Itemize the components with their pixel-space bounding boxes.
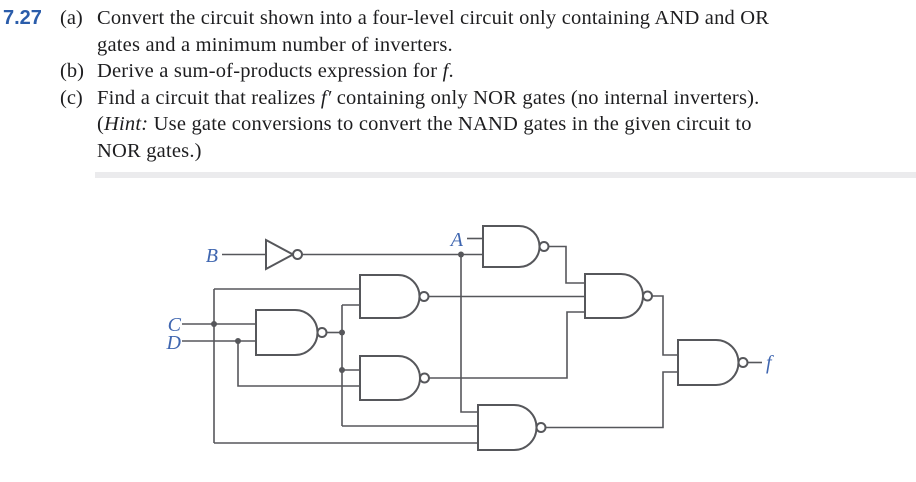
- page-divider: [95, 172, 916, 178]
- junction-dot-g3out: [339, 329, 345, 336]
- problem-text-segment: .: [448, 60, 454, 82]
- problem-text-line: (Hint: Use gate conversions to convert t…: [97, 111, 760, 138]
- not-gate-b-bubble: [292, 249, 303, 260]
- nand-gate-g2: [359, 274, 421, 319]
- problem-text-line: gates and a minimum number of inverters.: [97, 32, 769, 59]
- wire-d-to-g4: [237, 341, 360, 387]
- input-label-a: A: [449, 229, 464, 251]
- nand-gate-g7: [477, 404, 538, 451]
- problem-item-text: Find a circuit that realizes f′ containi…: [97, 85, 760, 165]
- problem-text-line: Convert the circuit shown into a four-le…: [97, 5, 769, 32]
- wire-g5-to-g6: [652, 295, 678, 356]
- nand-gate-g7-bubble: [535, 422, 547, 433]
- problem-text-segment: Convert the circuit shown into a four-le…: [97, 7, 770, 29]
- nand-gate-g1-bubble: [538, 241, 550, 252]
- input-label-c: C: [168, 314, 182, 336]
- problem-statement: 7.27 (a) Convert the circuit shown into a…: [3, 5, 769, 164]
- junction-dot-c: [211, 321, 217, 327]
- wire-b-not-to-g7: [460, 254, 478, 413]
- problem-text-line: NOR gates.): [97, 138, 760, 165]
- problem-item-label: (b): [60, 60, 84, 82]
- wires: [182, 237, 762, 444]
- problem-text-segment: f: [442, 60, 449, 82]
- junction-dot-g3out-2: [339, 367, 345, 373]
- nand-gate-g4: [359, 355, 421, 401]
- gates: [255, 225, 749, 451]
- input-label-d: D: [166, 332, 182, 354]
- not-gate-b: [265, 238, 296, 271]
- nand-gate-g6: [677, 339, 740, 386]
- nand-gate-g2-bubble: [418, 291, 430, 302]
- nand-gate-g3-bubble: [316, 327, 328, 338]
- problem-item-text: Convert the circuit shown into a four-le…: [97, 5, 769, 58]
- wire-g1-to-g5: [548, 245, 585, 284]
- junction-dots: [211, 251, 464, 373]
- problem-item: (a) Convert the circuit shown into a four…: [60, 5, 769, 58]
- problem-text-segment: f′: [320, 86, 332, 109]
- problem-item-text: Derive a sum-of-products expression for …: [97, 58, 454, 85]
- nand-gate-g4-bubble: [419, 372, 430, 384]
- nand-gate-g5-bubble: [642, 290, 653, 302]
- nand-gate-g6-bubble: [737, 357, 749, 368]
- wire-g7-to-g6: [545, 371, 678, 429]
- nand-gate-g1: [482, 225, 541, 268]
- problem-text-segment: (: [97, 113, 105, 135]
- junction-dot-bnot: [458, 251, 464, 258]
- problem-text-segment: containing only NOR gates (no internal i…: [331, 86, 760, 109]
- problem-text-segment: NOR gates.): [97, 139, 202, 162]
- problem-item-label: (c): [60, 86, 83, 109]
- problem-text-segment: Hint:: [104, 113, 149, 135]
- problem-items: (a) Convert the circuit shown into a four…: [60, 5, 769, 164]
- problem-text-segment: Find a circuit that realizes: [97, 86, 321, 109]
- problem-text-segment: gates and a minimum number of inverters.: [97, 33, 453, 56]
- problem-text-segment: Derive a sum-of-products expression for: [97, 60, 443, 82]
- junction-dot-d: [235, 338, 241, 344]
- output-label-f: f: [766, 352, 774, 374]
- nand-gate-g3: [255, 309, 319, 356]
- problem-item: (b) Derive a sum-of-products expression f…: [60, 58, 769, 85]
- problem-text-line: Find a circuit that realizes f′ containi…: [97, 85, 760, 112]
- problem-number: 7.27: [3, 7, 42, 29]
- problem-text-line: Derive a sum-of-products expression for …: [97, 58, 454, 85]
- problem-item-label: (a): [60, 7, 83, 29]
- problem-item: (c) Find a circuit that realizes f′ conta…: [60, 85, 769, 165]
- input-label-b: B: [206, 245, 218, 267]
- signal-labels: A B C D f: [166, 229, 774, 374]
- nand-gate-g5: [584, 273, 644, 319]
- wire-g4-to-g5: [429, 311, 585, 379]
- problem-text-segment: Use gate conversions to convert the NAND…: [148, 113, 752, 135]
